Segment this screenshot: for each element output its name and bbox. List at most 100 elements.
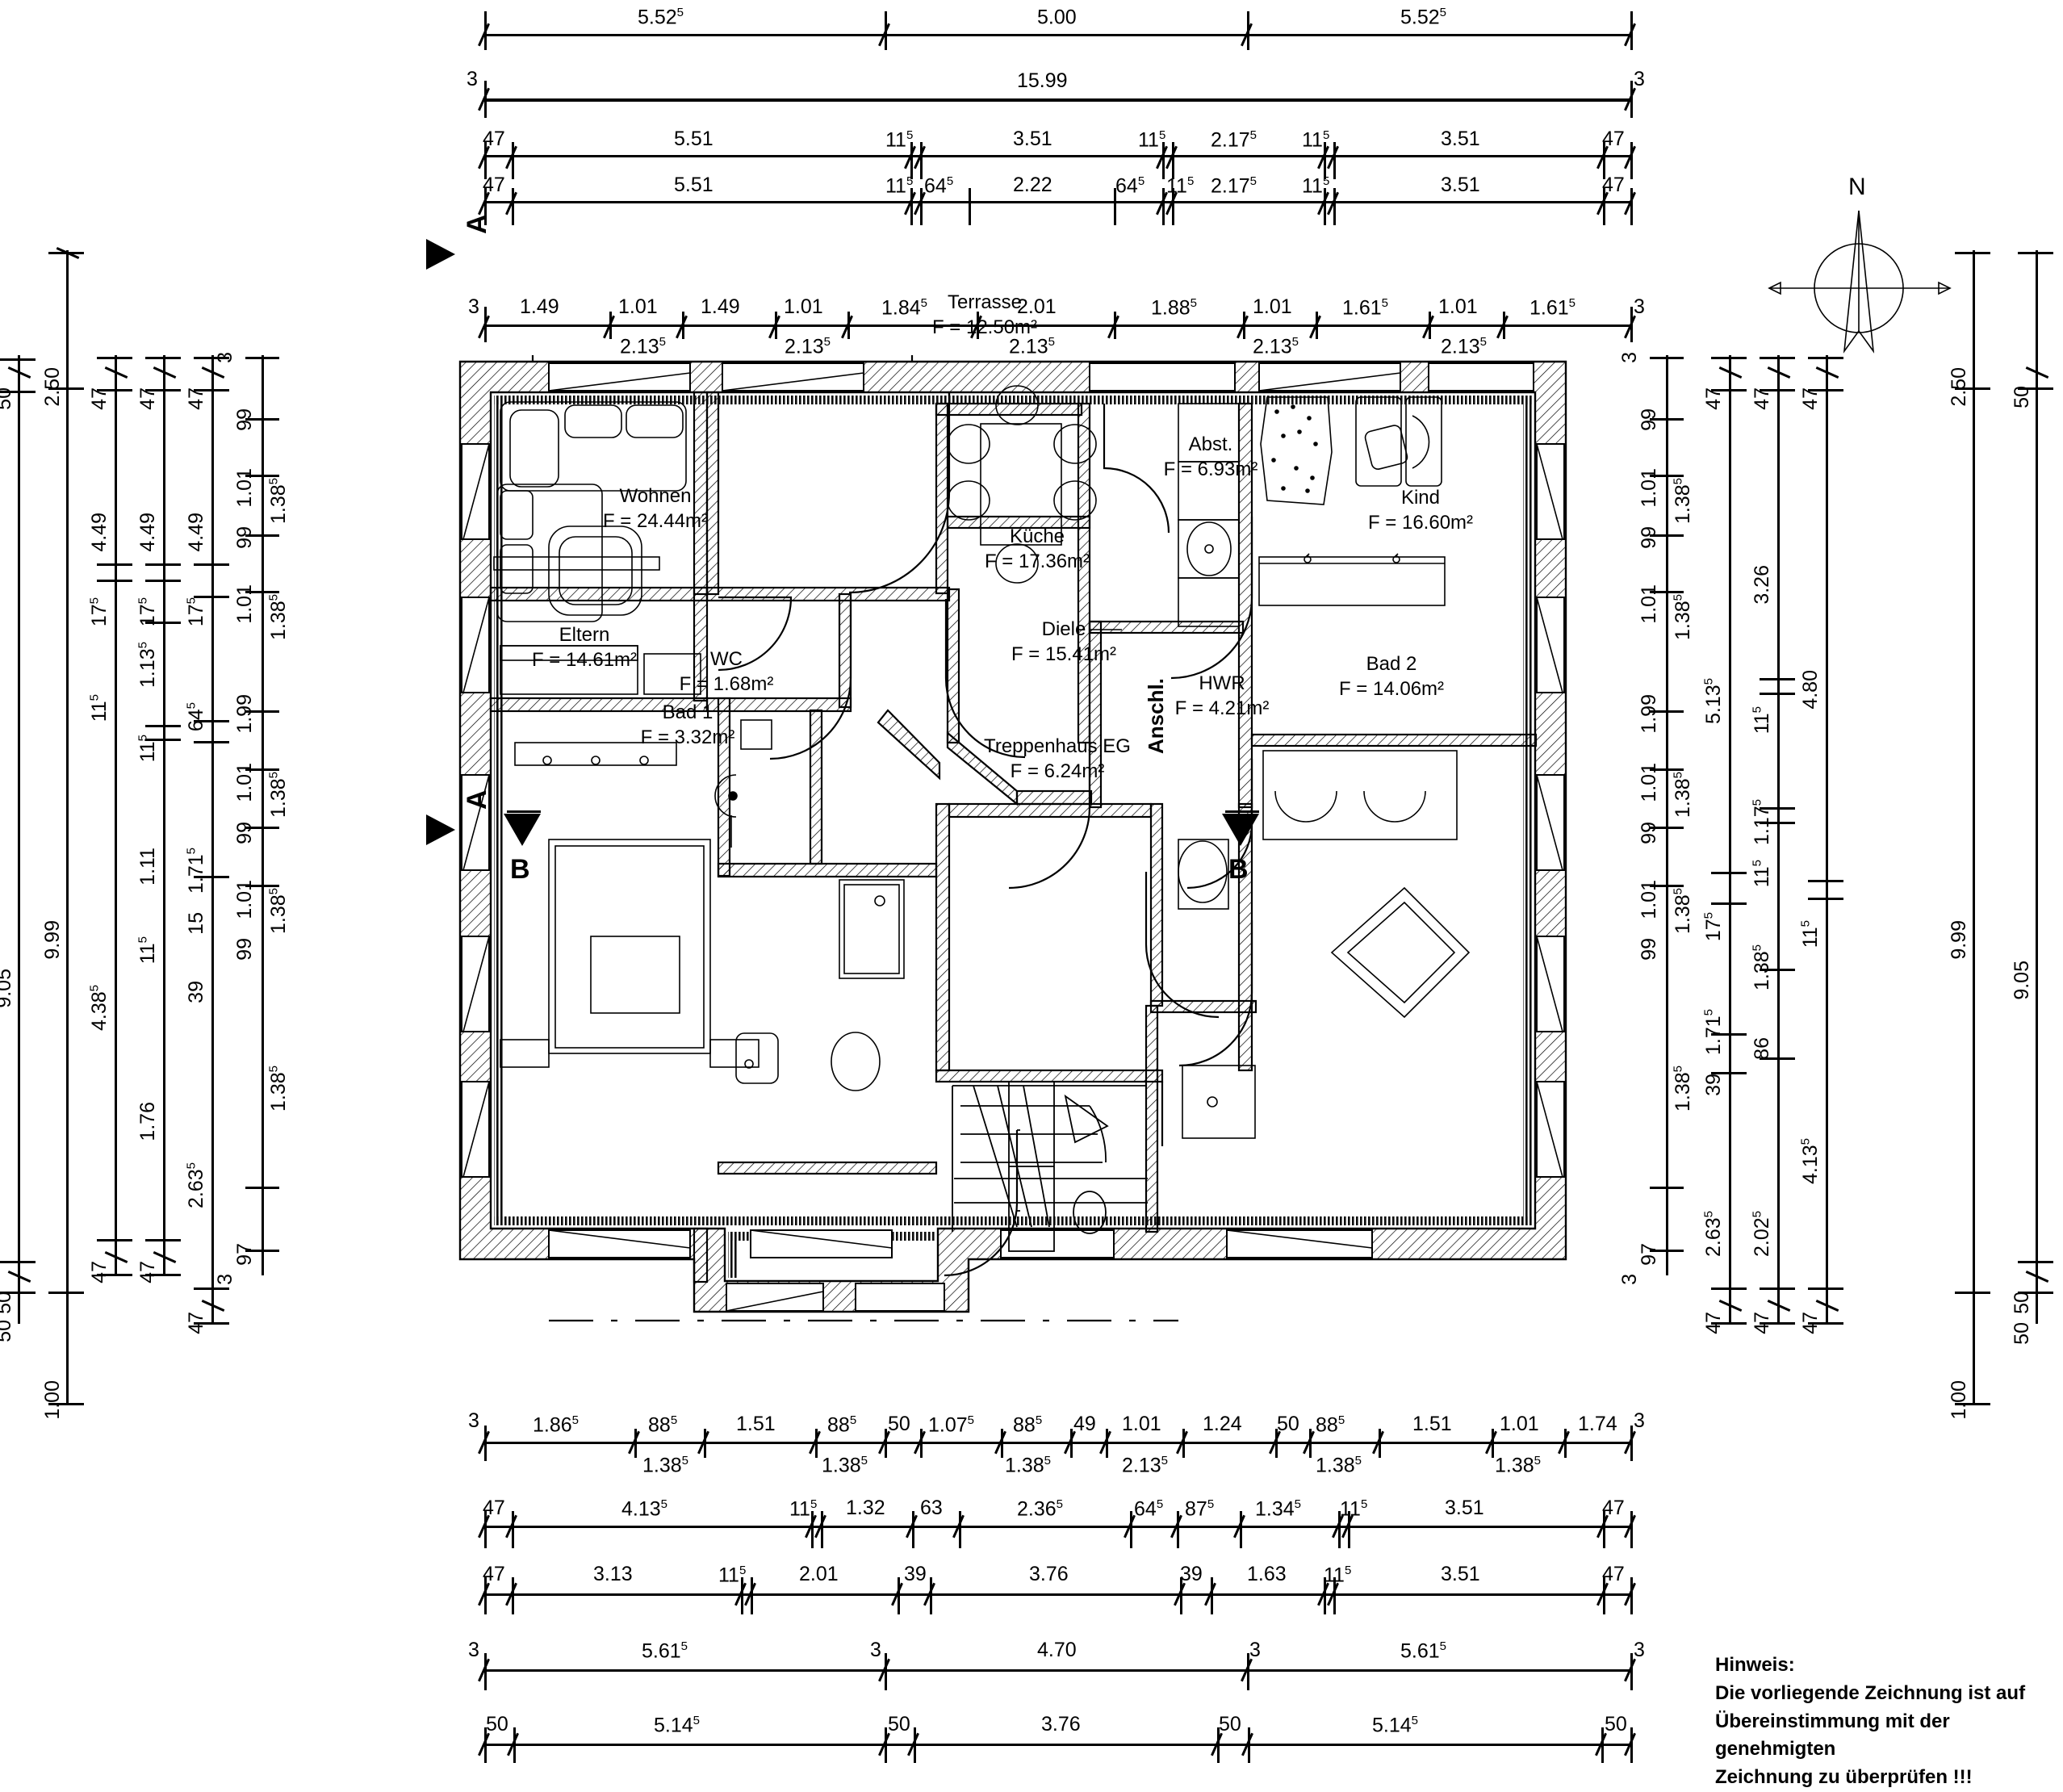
dim-label: 175	[1701, 912, 1725, 942]
dim-label: 885	[1316, 1413, 1345, 1437]
dim-label: 39	[185, 981, 207, 1003]
dim-label: 99	[233, 408, 256, 431]
dim-label: 4.80	[1799, 670, 1822, 710]
dim-label: 1.01	[1253, 295, 1292, 318]
dim-label-beside: 1.385	[1671, 594, 1694, 641]
dim-label: 115	[136, 735, 159, 763]
dim-end-label: 3	[468, 295, 479, 318]
dim-label: 115	[885, 174, 914, 198]
dim-label: 47	[1702, 1312, 1725, 1334]
dim-label: 50	[1605, 1713, 1627, 1735]
dim-label: 115	[1750, 860, 1773, 888]
dim-end-label: 3	[467, 68, 478, 90]
dim-label: 115	[885, 128, 914, 152]
dim-label: 9.05	[2011, 961, 2033, 1000]
dim-label: 885	[827, 1413, 857, 1437]
dim-label: 175	[136, 597, 159, 627]
dim-label: 15	[185, 912, 207, 935]
dim-label: 47	[88, 1261, 111, 1283]
dim-label: 1.135	[136, 642, 159, 689]
dim-label: 5.51	[674, 174, 713, 196]
dim-label: 50	[0, 387, 15, 410]
dim-label: 47	[1799, 1312, 1822, 1334]
dim-label: 5.525	[638, 6, 684, 29]
dim-label: 3.76	[1029, 1563, 1069, 1585]
dim-label-below: 1.385	[642, 1454, 689, 1477]
hinweis-note: Hinweis: Die vorliegende Zeichnung ist a…	[1715, 1652, 2063, 1792]
dim-label: 885	[648, 1413, 678, 1437]
dim-label: 5.145	[1372, 1714, 1419, 1737]
dim-label: 5.135	[1701, 678, 1725, 725]
furniture-eltern	[500, 742, 760, 1068]
dim-label: 1.615	[1529, 296, 1576, 320]
dim-label: 97	[233, 1243, 256, 1266]
north-label: N	[1848, 174, 1866, 200]
dim-mid-label: 3	[1249, 1639, 1261, 1661]
dim-label-below: 2.135	[1253, 335, 1299, 358]
dim-label: 5.145	[654, 1714, 701, 1737]
dim-label: 5.615	[642, 1639, 688, 1663]
dim-end-label: 3	[468, 1639, 479, 1661]
dim-label: 3.51	[1013, 128, 1052, 150]
doors	[718, 392, 1253, 1277]
dim-label: 645	[1115, 174, 1145, 198]
dim-label-beside: 1.385	[1671, 772, 1694, 819]
dim-label: 47	[1602, 1497, 1625, 1519]
dim-label: 115	[136, 936, 159, 965]
dim-label-below: 1.385	[1495, 1454, 1542, 1477]
dim-label-beside: 1.385	[266, 1066, 290, 1112]
dim-end-label: 3	[1634, 295, 1645, 318]
dim-label: 1.01	[618, 295, 658, 318]
dim-label: 4.135	[1798, 1138, 1822, 1185]
staircase	[952, 1085, 1148, 1234]
floor-plan[interactable]	[452, 355, 1663, 1364]
dim-label: 39	[904, 1563, 927, 1585]
dim-label: 1.01	[233, 468, 256, 508]
dim-label: 1.715	[184, 848, 207, 894]
dim-label: 49	[1073, 1413, 1096, 1435]
dim-label: 50	[0, 1320, 15, 1342]
dim-label: 50	[888, 1413, 910, 1435]
dim-label: 47	[185, 1312, 207, 1334]
dim-label: 1.74	[1578, 1413, 1617, 1435]
dim-label: 1.49	[520, 295, 559, 318]
dim-label-below: 2.135	[620, 335, 667, 358]
dim-label: 50	[0, 1292, 15, 1314]
dim-label: 47	[1602, 1563, 1625, 1585]
dim-label: 115	[789, 1497, 818, 1521]
dim-label: 1.385	[1750, 944, 1773, 991]
dim-label: 1.01	[1438, 295, 1478, 318]
dim-label: 47	[136, 1261, 159, 1283]
dim-label: 9.05	[0, 969, 15, 1008]
dim-label: 2.01	[1017, 295, 1057, 318]
dim-label: 47	[483, 1497, 505, 1519]
dim-label: 2.01	[799, 1563, 839, 1585]
dim-label: 47	[483, 174, 505, 196]
dim-label: 99	[233, 822, 256, 844]
dim-label: 47	[136, 387, 159, 410]
dim-label: 1.63	[1247, 1563, 1287, 1585]
dim-label: 15.99	[1017, 69, 1068, 92]
dim-label: 3.13	[593, 1563, 633, 1585]
terrasse-outline	[531, 355, 914, 362]
furniture-kind	[1258, 396, 1446, 606]
dim-label: 2.635	[184, 1162, 207, 1209]
dim-label: 1.865	[533, 1413, 580, 1437]
interior-walls	[489, 391, 1538, 1283]
dim-label: 1.49	[701, 295, 740, 318]
dim-label: 50	[1219, 1713, 1241, 1735]
dim-label: 1.99	[233, 694, 256, 734]
dim-end-label: 3	[468, 1409, 479, 1432]
hinweis-heading: Hinweis:	[1715, 1654, 1795, 1676]
dim-label: 1.01	[233, 763, 256, 802]
dim-end-label: 3	[214, 1274, 236, 1285]
room-label-abst: Abst.F = 6.93m²	[1163, 433, 1258, 480]
dim-label: 47	[1702, 387, 1725, 410]
dim-label: 645	[924, 174, 954, 198]
